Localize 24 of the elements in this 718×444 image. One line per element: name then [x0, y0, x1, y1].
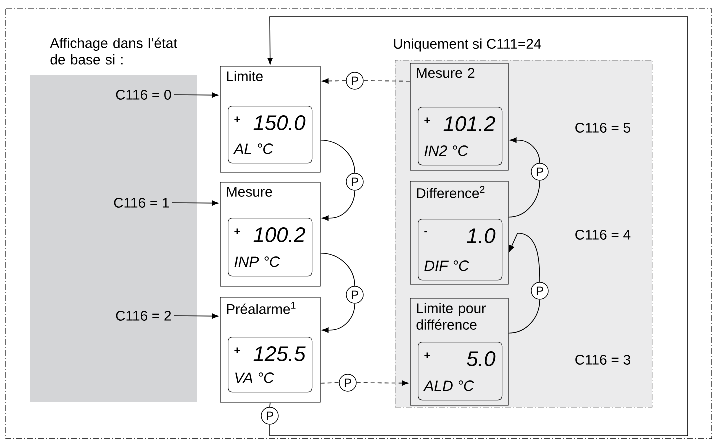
lcd-display: + 100.2 INP °C — [228, 218, 313, 277]
lcd-display: + 5.0 ALD °C — [418, 342, 503, 401]
condition-label: C116 = 5 — [576, 123, 630, 133]
condition-label: C116 = 1 — [114, 198, 170, 208]
connector-arrow — [322, 190, 356, 222]
connector-arrow — [268, 16, 688, 436]
condition-label: C116 = 3 — [576, 355, 630, 365]
connector-arrow — [510, 138, 540, 164]
connector-arrow — [172, 200, 219, 206]
region-heading: Uniquement si C111=24 — [394, 38, 542, 52]
condition-label: C116 = 2 — [116, 311, 172, 321]
connector-arrow — [322, 303, 356, 334]
lcd-display: + 125.5 VA °C — [228, 337, 313, 393]
condition-label: C116 = 0 — [116, 90, 172, 100]
connector-arrow — [356, 380, 409, 386]
panel-heading: Affichage dans l’état de base si : — [50, 38, 178, 65]
lcd-display: + 101.2 IN2 °C — [418, 107, 503, 166]
connector-arrow — [174, 314, 219, 320]
connector-arrow — [509, 232, 540, 283]
lcd-display: - 1.0 DIF °C — [418, 218, 503, 281]
connector-arrow — [322, 78, 347, 84]
lcd-display: + 150.0 AL °C — [228, 106, 313, 164]
condition-label: C116 = 4 — [576, 230, 631, 240]
connector-arrow — [174, 92, 219, 98]
